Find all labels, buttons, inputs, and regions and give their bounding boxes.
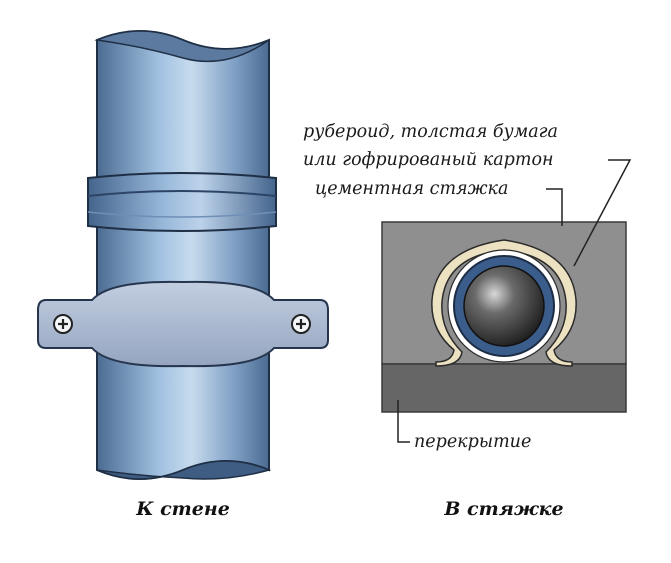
wall-pipe-illustration (37, 30, 329, 480)
floor-slab (381, 363, 627, 413)
label-screed: цементная стяжка (315, 179, 508, 199)
insulating-sleeve (431, 239, 577, 367)
pipe-body (96, 30, 270, 480)
pipe-bottom-cut (96, 460, 272, 480)
screed-illustration (381, 159, 632, 443)
coupling-ridge (87, 190, 277, 197)
pipe-top-cut (94, 30, 270, 63)
pipe-clamp (37, 280, 329, 368)
leader-screed (546, 188, 563, 226)
screw-icon (53, 314, 73, 334)
pipe-core (463, 265, 545, 347)
screw-icon (291, 314, 311, 334)
caption-wall: К стене (135, 498, 230, 520)
caption-screed: В стяжке (443, 498, 563, 520)
label-slab: перекрытие (414, 432, 531, 452)
leader-slab (397, 400, 410, 443)
label-roofing: рубероид, толстая бумага (303, 122, 558, 142)
label-cardboard: или гофрированый картон (303, 150, 554, 170)
pipe-coupling (87, 172, 277, 232)
coupling-ridge-lower (87, 211, 277, 218)
leader-sleeve (573, 159, 632, 267)
